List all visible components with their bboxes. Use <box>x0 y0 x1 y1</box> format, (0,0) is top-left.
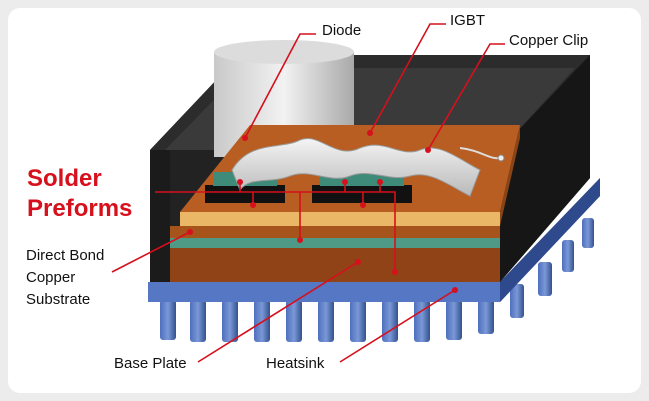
leader-lines <box>111 23 505 363</box>
heatsink-base <box>148 178 600 302</box>
label-heatsink: Heatsink <box>266 355 325 372</box>
label-dbc-line1: Direct Bond <box>26 247 104 264</box>
cylinder-component <box>214 40 354 157</box>
label-igbt: IGBT <box>450 12 485 29</box>
label-diode: Diode <box>322 22 361 39</box>
label-dbc-line3: Substrate <box>26 291 90 308</box>
label-dbc-line2: Copper <box>26 269 75 286</box>
copper-clip <box>231 138 505 197</box>
label-base-plate: Base Plate <box>114 355 187 372</box>
heatsink-fins <box>160 218 594 342</box>
label-solder-preforms-line1: Solder <box>27 165 102 192</box>
label-copper-clip: Copper Clip <box>509 32 588 49</box>
label-solder-preforms-line2: Preforms <box>27 195 132 222</box>
